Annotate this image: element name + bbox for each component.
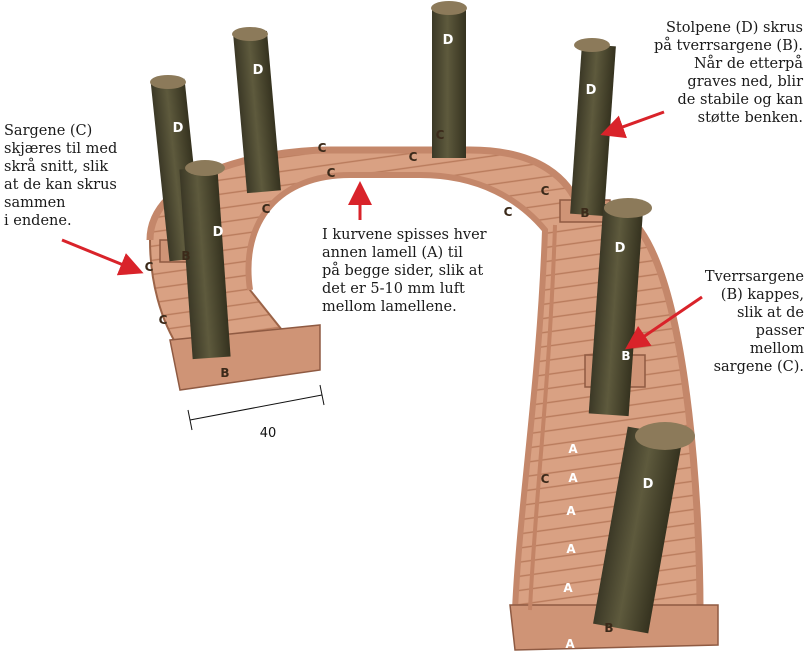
arrow-top-right [600,110,665,139]
annotation-center: I kurvene spisses hver annen lamell (A) … [322,227,487,315]
label-c: C [262,202,271,216]
label-a: A [563,581,573,595]
post-d-4 [570,38,616,216]
label-c: C [145,260,154,274]
annotation-top-right: Stolpene (D) skrus på tverrsargene (B). … [654,20,803,126]
label-d: D [173,121,184,136]
label-b: B [621,349,630,363]
label-c: C [504,205,513,219]
label-b: B [181,249,190,263]
label-d: D [253,63,264,78]
arrow-right [625,295,703,350]
label-c: C [541,472,550,486]
label-c: C [436,128,445,142]
label-a: A [566,542,576,556]
label-c: C [318,141,327,155]
post-d-7 [593,422,695,634]
posts [150,1,695,634]
post-d-5 [179,160,231,360]
label-c: C [409,150,418,164]
part-labels: D D D D D D D C C C C C C C C C C B B B … [145,33,654,651]
dimension-label: 40 [260,426,277,441]
label-d: D [615,241,626,256]
label-b: B [604,621,613,635]
label-a: A [565,637,575,651]
label-a: A [568,442,578,456]
dimension-line: 40 [187,384,325,441]
annotation-left: Sargene (C) skjæres til med skrå snitt, … [4,123,118,229]
label-d: D [643,477,654,492]
label-a: A [566,504,576,518]
label-c: C [159,313,168,327]
label-d: D [443,33,454,48]
label-c: C [541,184,550,198]
label-d: D [213,225,224,240]
label-c: C [327,166,336,180]
label-d: D [586,83,597,98]
annotation-right: Tverrsargene (B) kappes, slik at de pass… [704,269,804,375]
post-d-2 [232,27,281,194]
post-d-3 [431,1,467,158]
label-b: B [580,206,589,220]
label-b: B [220,366,229,380]
callout-arrows [61,110,703,350]
post-d-6 [588,198,652,417]
label-a: A [568,471,578,485]
arrow-left [61,238,144,276]
